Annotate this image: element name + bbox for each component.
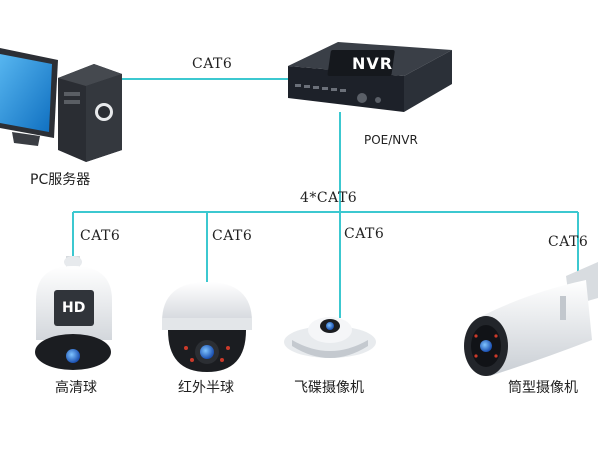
nvr-badge: NVR bbox=[352, 54, 394, 73]
cable-lines bbox=[72, 78, 579, 318]
ir-dome-camera-icon bbox=[162, 282, 252, 372]
hd-dome-label: 高清球 bbox=[55, 380, 97, 396]
bullet-camera-label: 筒型摄像机 bbox=[508, 380, 578, 396]
hd-dome-camera-icon bbox=[35, 256, 112, 370]
ufo-camera-label: 飞碟摄像机 bbox=[294, 380, 364, 396]
cable-label-drop-4: CAT6 bbox=[548, 234, 589, 250]
ir-dome-label: 红外半球 bbox=[178, 380, 234, 396]
cable-label-drop-3: CAT6 bbox=[344, 226, 385, 242]
pc-server-label: PC服务器 bbox=[30, 172, 91, 188]
ufo-camera-icon bbox=[284, 317, 376, 358]
bullet-camera-icon bbox=[464, 262, 598, 376]
cable-label-drop-1: CAT6 bbox=[80, 228, 121, 244]
hd-badge: HD bbox=[62, 300, 86, 316]
nvr-label: POE/NVR bbox=[364, 133, 418, 147]
cable-label-drop-2: CAT6 bbox=[212, 228, 253, 244]
cable-label-trunk: 4*CAT6 bbox=[300, 190, 358, 206]
nvr-device-icon bbox=[288, 42, 452, 112]
pc-server-icon bbox=[0, 48, 122, 162]
cable-label-pc-nvr: CAT6 bbox=[192, 56, 233, 72]
